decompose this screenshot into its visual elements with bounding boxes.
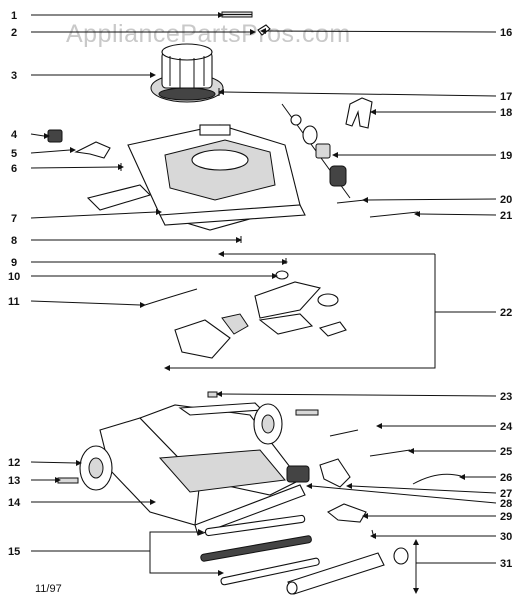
callout-9: 9 xyxy=(11,257,17,269)
part-12-wheel[interactable] xyxy=(79,445,113,491)
part-4-block[interactable] xyxy=(47,129,63,143)
callout-numbers-left: 1 2 3 4 5 6 7 8 9 10 11 12 13 14 15 xyxy=(8,10,21,558)
callout-28: 28 xyxy=(500,498,512,510)
part-22-nozzle-group[interactable] xyxy=(174,281,347,359)
callout-2: 2 xyxy=(11,27,17,39)
callout-4: 4 xyxy=(11,129,18,141)
part-29-lever[interactable] xyxy=(326,503,367,523)
callout-17: 17 xyxy=(500,91,512,103)
callout-20: 20 xyxy=(500,194,512,206)
callout-24: 24 xyxy=(500,421,513,433)
callout-27: 27 xyxy=(500,488,512,500)
part-14-lower-body[interactable] xyxy=(99,402,306,536)
leader-lines xyxy=(30,14,497,588)
callout-22: 22 xyxy=(500,307,512,319)
part-23-screw[interactable] xyxy=(207,391,218,398)
callout-13: 13 xyxy=(8,475,20,487)
callout-14: 14 xyxy=(8,497,21,509)
date-code: 11/97 xyxy=(35,583,62,595)
part-1-screw[interactable] xyxy=(221,11,253,18)
callout-21: 21 xyxy=(500,210,512,222)
part-18-clip[interactable] xyxy=(345,97,373,129)
callout-15: 15 xyxy=(8,546,20,558)
part-13-axle[interactable] xyxy=(57,477,79,484)
callout-31: 31 xyxy=(500,558,512,570)
callout-8: 8 xyxy=(11,235,17,247)
callout-10: 10 xyxy=(8,271,20,283)
part-21-rod[interactable] xyxy=(369,211,419,218)
callout-5: 5 xyxy=(11,148,17,160)
part-10-bushing[interactable] xyxy=(275,270,289,280)
part-5-bracket[interactable] xyxy=(74,141,111,159)
part-7-pedal[interactable] xyxy=(86,184,152,211)
part-31-tube[interactable] xyxy=(286,547,409,595)
part-19-rotor-assembly[interactable] xyxy=(281,103,351,199)
part-26-cord[interactable] xyxy=(412,473,462,485)
part-20-rod[interactable] xyxy=(336,199,366,204)
part-11-wire[interactable] xyxy=(144,288,198,306)
part-27-pulley[interactable] xyxy=(319,458,351,488)
part-25-pin[interactable] xyxy=(369,449,411,457)
callout-23: 23 xyxy=(500,391,512,403)
callout-16: 16 xyxy=(500,27,512,39)
callout-numbers-right: 16 17 18 19 20 21 22 23 24 25 26 27 28 2… xyxy=(500,27,513,570)
callout-1: 1 xyxy=(11,10,17,22)
callout-12: 12 xyxy=(8,457,20,469)
watermark-text: AppliancePartsPros.com xyxy=(66,20,351,48)
callout-7: 7 xyxy=(11,213,17,225)
callout-19: 19 xyxy=(500,150,512,162)
callout-30: 30 xyxy=(500,531,512,543)
callout-6: 6 xyxy=(11,163,17,175)
callout-26: 26 xyxy=(500,472,512,484)
callout-11: 11 xyxy=(8,296,20,308)
callout-3: 3 xyxy=(11,70,17,82)
part-28-roller[interactable] xyxy=(286,465,310,483)
part-24-pin[interactable] xyxy=(329,429,359,437)
part-wheel-right[interactable] xyxy=(253,403,319,445)
callout-18: 18 xyxy=(500,107,512,119)
callout-29: 29 xyxy=(500,511,512,523)
callout-25: 25 xyxy=(500,446,512,458)
arrowheads xyxy=(44,12,465,594)
part-15-brush-bars[interactable] xyxy=(200,514,320,586)
part-3-motor[interactable] xyxy=(150,43,224,103)
part-7-base-housing[interactable] xyxy=(127,124,306,231)
